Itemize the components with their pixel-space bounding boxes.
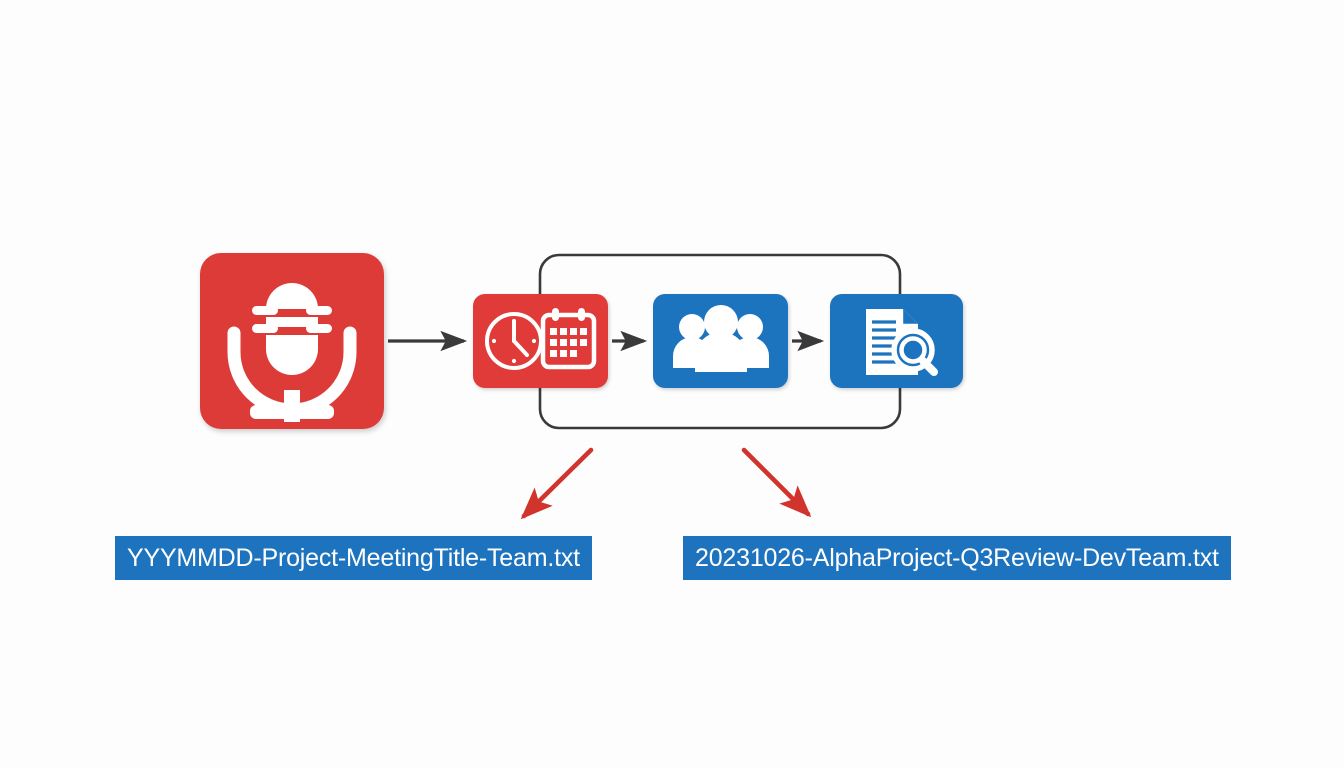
- node-participants-extraction[interactable]: [653, 294, 788, 388]
- document-search-icon: [866, 309, 938, 376]
- node-datetime-extraction[interactable]: [473, 294, 608, 388]
- node-content-analysis[interactable]: [830, 294, 963, 388]
- filename-pattern-label: YYYMMDD-Project-MeetingTitle-Team.txt: [115, 536, 592, 580]
- output-arrow-right: [741, 447, 812, 518]
- people-group-icon: [673, 305, 769, 372]
- node-audio-source[interactable]: [200, 253, 384, 429]
- microphone-icon: [227, 283, 357, 422]
- output-arrows: [520, 447, 812, 520]
- filename-example-label: 20231026-AlphaProject-Q3Review-DevTeam.t…: [683, 536, 1231, 580]
- clock-icon: [485, 312, 543, 370]
- calendar-icon: [540, 308, 597, 370]
- output-arrow-left: [520, 447, 594, 520]
